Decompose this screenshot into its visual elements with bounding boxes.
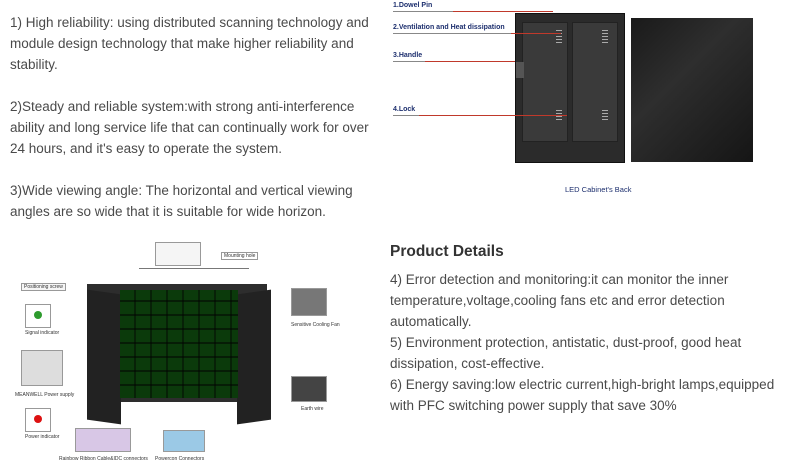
feature-reliability: 1) High reliability: using distributed s…	[10, 15, 369, 72]
handle	[516, 62, 524, 78]
cabinet-caption: LED Cabinet's Back	[565, 185, 632, 194]
vent-right	[602, 30, 608, 44]
feature-energy-saving: 6) Energy saving:low electric current,hi…	[390, 377, 775, 413]
vent-left	[556, 30, 562, 44]
power-supply-photo	[21, 350, 63, 386]
label-mounting-hole: Mounting hole	[221, 252, 259, 260]
power-indicator-icon	[25, 408, 51, 432]
led-modules-grid	[120, 290, 238, 398]
wifi-icon	[25, 304, 51, 328]
callout-handle: 3.Handle	[393, 52, 423, 59]
label-powercon: Powercon Connectors	[155, 456, 205, 462]
label-positioning-screw: Positioning screw	[21, 283, 66, 291]
callout-line-4	[419, 115, 567, 116]
cabinet-body	[515, 13, 625, 163]
ribbon-cable-photo	[75, 428, 131, 452]
feature-viewing-angle: 3)Wide viewing angle: The horizontal and…	[10, 183, 353, 219]
cabinet-front-diagram: Mounting hole Positioning screw Signal i…	[15, 240, 345, 472]
callout-ventilation: 2.Ventilation and Heat dissipation	[393, 24, 505, 31]
callout-dowel-pin: 1.Dowel Pin	[393, 2, 433, 9]
label-earth-wire: Earth wire	[301, 406, 324, 412]
callout-underline-2	[393, 33, 511, 34]
feature-environment: 5) Environment protection, antistatic, d…	[390, 335, 742, 371]
cooling-fan-photo	[291, 288, 327, 316]
earth-wire-photo	[291, 376, 327, 402]
callout-underline-1	[393, 11, 453, 12]
feature-steady-system: 2)Steady and reliable system:with strong…	[10, 99, 369, 156]
powercon-photo	[163, 430, 205, 452]
label-cooling-fan: Sensitive Cooling Fan	[291, 322, 340, 328]
label-signal-indicator: Signal indicator	[25, 330, 60, 336]
lock-left	[556, 110, 562, 122]
callout-line-3	[425, 61, 515, 62]
features-list-left: 1) High reliability: using distributed s…	[10, 12, 380, 243]
cabinet-back-image: 1.Dowel Pin 2.Ventilation and Heat dissi…	[389, 0, 761, 200]
callout-line-2	[511, 33, 561, 34]
features-list-right: 4) Error detection and monitoring:it can…	[390, 269, 785, 416]
cabinet-door-left	[87, 289, 121, 425]
callout-lock: 4.Lock	[393, 106, 416, 113]
lock-right	[602, 110, 608, 122]
cabinet-door-right	[237, 289, 271, 425]
feature-error-detection: 4) Error detection and monitoring:it can…	[390, 272, 729, 329]
callout-underline-4	[393, 115, 419, 116]
product-details-heading: Product Details	[390, 243, 504, 260]
cabinet-door-right	[572, 22, 618, 142]
callout-line-1	[453, 11, 553, 12]
label-power-indicator: Power indicator	[25, 434, 60, 440]
callout-underline-3	[393, 61, 425, 62]
led-screen-panel	[631, 18, 753, 162]
label-power-supply: MEANWELL Power supply	[15, 392, 75, 398]
bracket-line	[139, 268, 249, 269]
label-rainbow-cable: Rainbow Ribbon Cable&IDC connectors	[59, 456, 148, 462]
mounting-hole-photo	[155, 242, 201, 266]
